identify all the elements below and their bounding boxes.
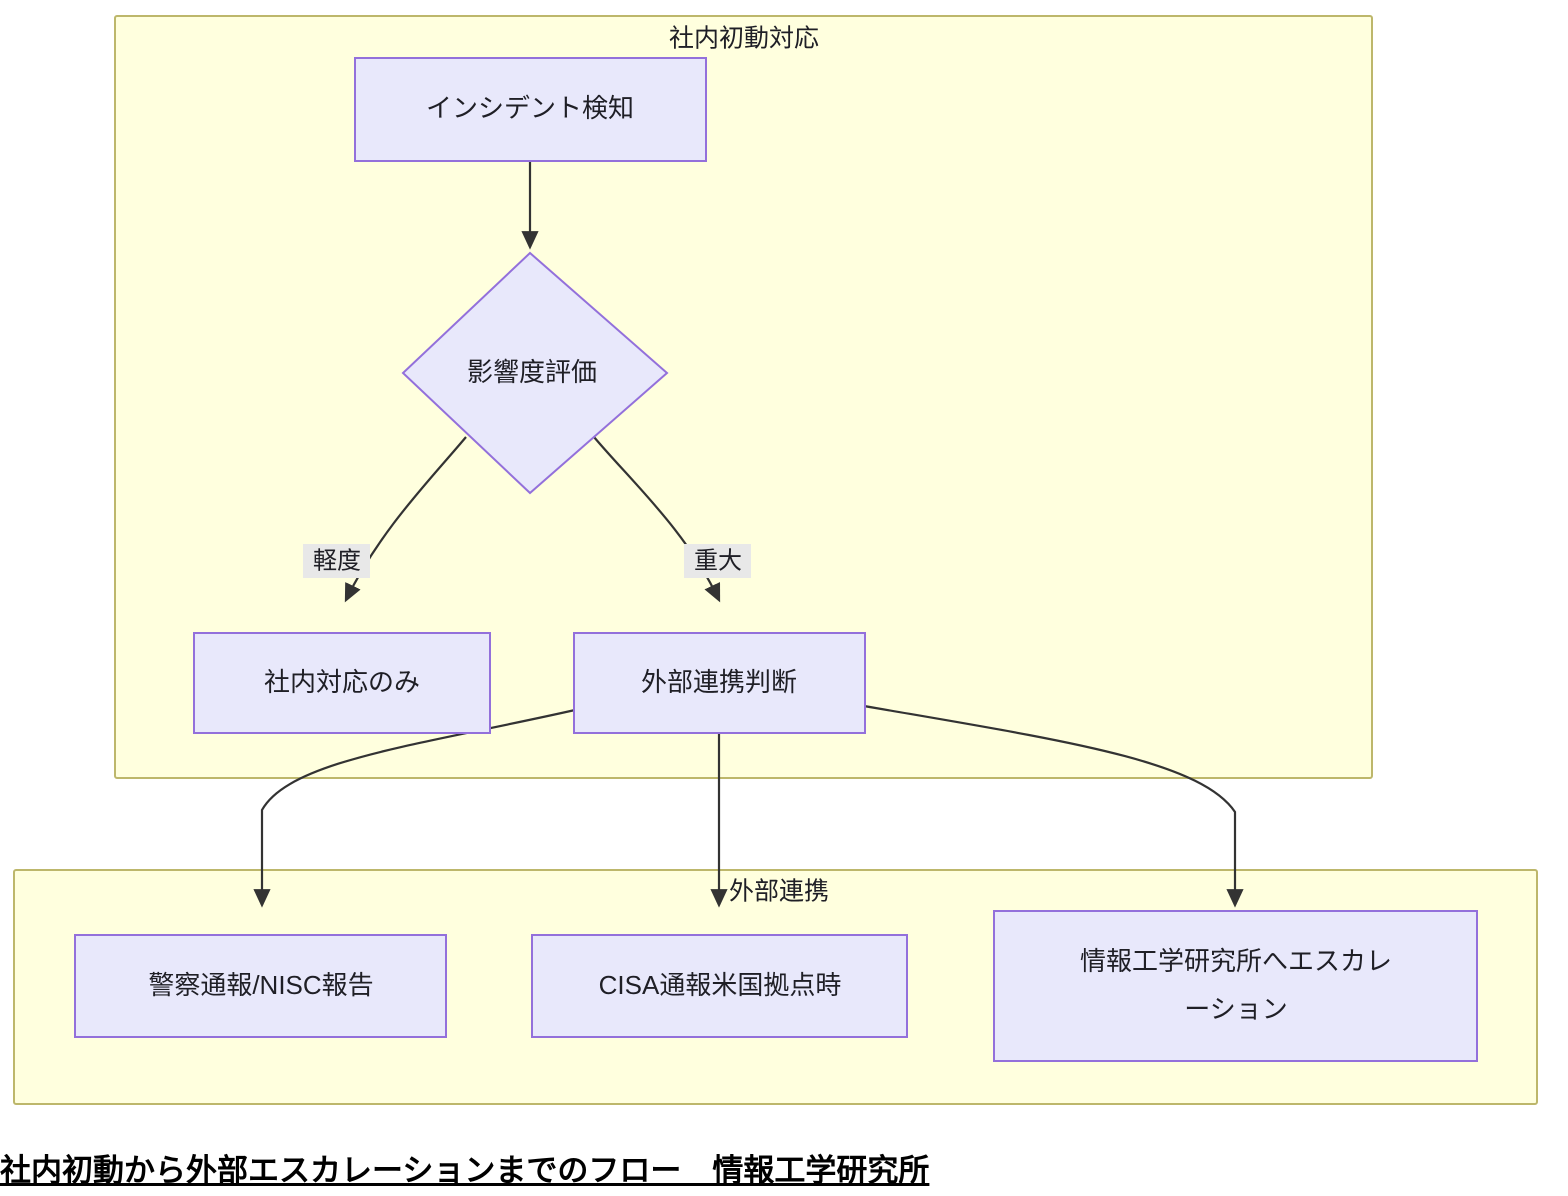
edge-label-major: 重大: [684, 544, 751, 578]
node-police-nisc-rect[interactable]: [74, 934, 447, 1038]
edge-decision-to-police-nisc: [253, 708, 576, 908]
node-escalate-lab-rect[interactable]: [993, 910, 1478, 1062]
node-escalate-lab-label-line2: ーション: [1184, 994, 1287, 1024]
node-cisa-report-label: CISA通報米国拠点時: [599, 970, 842, 1000]
cluster-external-label: 外部連携: [729, 878, 829, 906]
node-police-nisc-label: 警察通報/NISC報告: [148, 970, 373, 1000]
node-incident-detect[interactable]: インシデント検知: [354, 57, 707, 162]
edge-label-major-text: 重大: [694, 547, 742, 574]
edge-decision-to-escalate-lab: [863, 704, 1244, 908]
node-incident-detect-label: インシデント検知: [426, 93, 634, 123]
edge-label-minor-bg: [303, 544, 370, 578]
node-internal-only-rect[interactable]: [193, 632, 491, 734]
edge-label-major-bg: [684, 544, 751, 578]
node-external-decision-rect[interactable]: [573, 632, 866, 734]
node-incident-detect-rect[interactable]: [354, 57, 707, 162]
diagram-caption: 社内初動から外部エスカレーションまでのフロー 情報工学研究所: [0, 1153, 930, 1188]
node-internal-only-label: 社内対応のみ: [264, 667, 420, 697]
node-escalate-lab-label-line1: 情報工学研究所へエスカレ: [1080, 946, 1392, 976]
cluster-internal-rect: [114, 15, 1373, 779]
node-external-decision[interactable]: 外部連携判断: [573, 632, 866, 734]
node-impact-assessment-label: 影響度評価: [467, 357, 597, 387]
node-escalate-lab[interactable]: 情報工学研究所へエスカレ ーション: [993, 910, 1478, 1062]
node-cisa-report-rect[interactable]: [531, 934, 908, 1038]
node-internal-only[interactable]: 社内対応のみ: [193, 632, 491, 734]
cluster-internal-label: 社内初動対応: [669, 25, 819, 53]
edge-label-minor-text: 軽度: [313, 547, 361, 574]
node-impact-assessment-diamond[interactable]: [401, 251, 669, 495]
node-cisa-report[interactable]: CISA通報米国拠点時: [531, 934, 908, 1038]
node-impact-assessment[interactable]: 影響度評価: [401, 251, 669, 495]
cluster-internal-response: 社内初動対応: [114, 15, 1373, 779]
node-police-nisc[interactable]: 警察通報/NISC報告: [74, 934, 447, 1038]
node-external-decision-label: 外部連携判断: [641, 667, 797, 697]
edge-label-minor: 軽度: [303, 544, 370, 578]
